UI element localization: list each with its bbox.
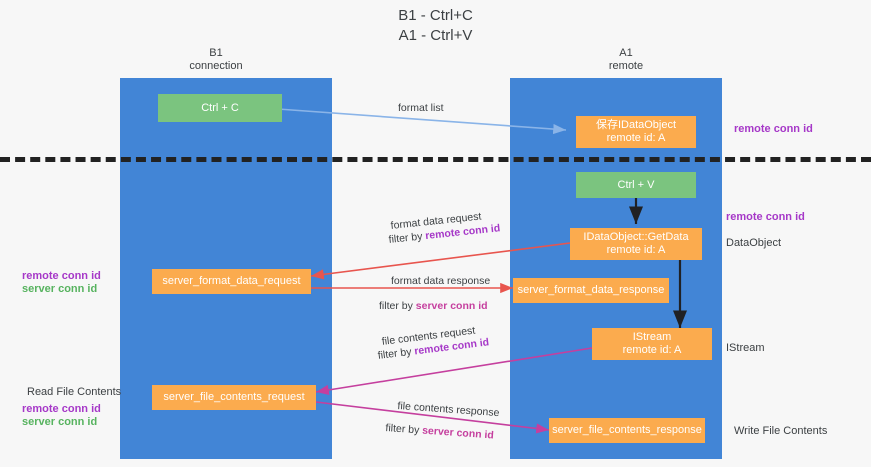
arrow-file-contents-response: [315, 401, 550, 434]
note-write-file-contents: Write File Contents: [734, 425, 828, 437]
edge-label-format-data-response: format data response: [391, 275, 491, 287]
note-dataobject: DataObject: [726, 237, 782, 249]
note-left-server-conn-id-2: server conn id: [22, 416, 98, 428]
filter-key-server-conn-id: server conn id: [415, 300, 488, 312]
node-server-format-data-response[interactable]: server_format_data_response: [513, 278, 669, 303]
node-idataobject-getdata[interactable]: IDataObject::GetData remote id: A: [570, 228, 702, 260]
arrow-format-list: [277, 108, 567, 135]
node-server-file-contents-response[interactable]: server_file_contents_response: [549, 418, 705, 443]
node-ctrl-v[interactable]: Ctrl + V: [576, 172, 696, 198]
edge-label-format-data-response-filter: filter by server conn id: [379, 299, 488, 313]
node-server-format-data-request[interactable]: server_format_data_request: [152, 269, 311, 294]
node-server-file-contents-request[interactable]: server_file_contents_request: [152, 385, 316, 410]
section-divider: [0, 157, 871, 162]
filter-prefix: filter by: [379, 300, 416, 312]
note-left-server-conn-id: server conn id: [22, 283, 98, 295]
node-ctrl-c[interactable]: Ctrl + C: [158, 94, 282, 122]
note-remote-conn-id-mid: remote conn id: [726, 211, 805, 223]
arrow-file-contents-request: [315, 347, 593, 396]
note-left-remote-conn-id-2: remote conn id: [22, 403, 101, 415]
arrow-format-data-request: [310, 242, 571, 280]
edge-label-format-list: format list: [398, 102, 444, 114]
note-istream: IStream: [726, 342, 765, 354]
node-save-idataobject[interactable]: 保存IDataObject remote id: A: [576, 116, 696, 148]
column-header-a1: A1 remote: [608, 47, 644, 72]
column-header-b1: B1 connection: [189, 47, 243, 72]
note-read-file-contents: Read File Contents: [27, 386, 122, 398]
diagram-title: B1 - Ctrl+C A1 - Ctrl+V: [398, 7, 473, 44]
node-istream[interactable]: IStream remote id: A: [592, 328, 712, 360]
filter-prefix: filter by: [388, 230, 426, 246]
note-left-remote-conn-id: remote conn id: [22, 270, 101, 282]
note-remote-conn-id-top: remote conn id: [734, 123, 813, 135]
filter-prefix: filter by: [385, 421, 423, 437]
